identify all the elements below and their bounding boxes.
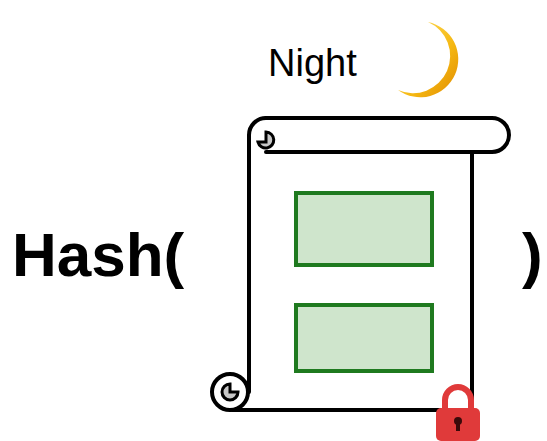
moon-icon <box>398 22 458 97</box>
time-label: Night <box>268 44 357 82</box>
scroll-outline <box>232 118 509 410</box>
scroll-curl <box>222 384 238 400</box>
function-label: ) <box>522 224 543 286</box>
function-label: Hash( <box>12 224 184 286</box>
lock-icon <box>436 387 480 441</box>
scroll-curl <box>258 132 274 148</box>
data-field <box>296 193 432 265</box>
scroll-roll <box>212 374 248 410</box>
data-field <box>296 305 432 371</box>
